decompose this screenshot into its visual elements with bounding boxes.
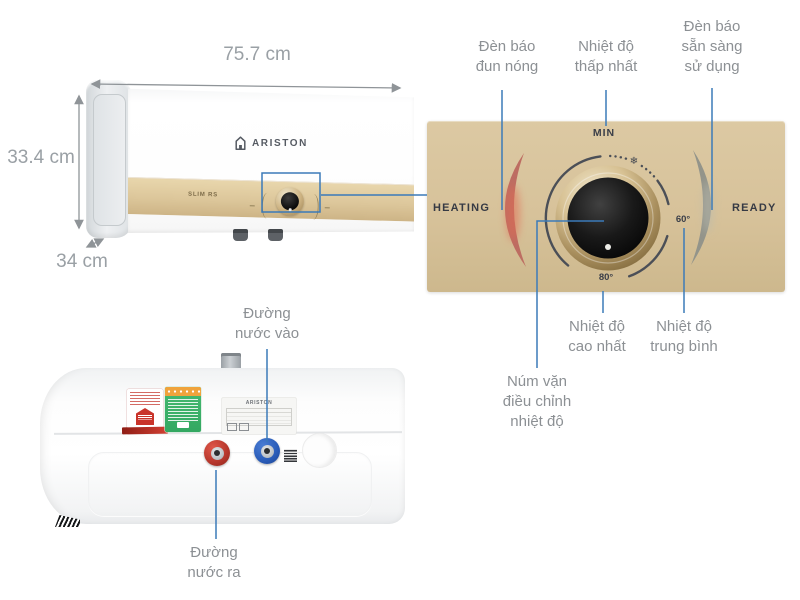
model-text: SLIM RS: [187, 191, 219, 199]
ariston-logo: ARISTON: [128, 136, 414, 151]
temperature-dial: MIN ❄ 60° 80°: [504, 127, 714, 283]
dim-height-label: 33.4 cm: [7, 147, 75, 168]
dim-width-label: 75.7 cm: [223, 44, 291, 65]
heating-label: HEATING: [433, 202, 491, 214]
callout-water-outlet: Đường nước ra: [187, 544, 241, 581]
spec-label-brand: ARISTON: [245, 400, 273, 406]
energy-label-logo-box: [177, 422, 189, 428]
front-pipe-right: [268, 229, 283, 241]
callout-lowest-temp: Nhiệt độ thấp nhất: [574, 38, 638, 75]
warning-sticker-house-icon: [136, 408, 154, 425]
front-control-knob: [249, 186, 330, 221]
antifreeze-icon: ❄: [630, 156, 638, 167]
water-outlet-connector: [204, 440, 230, 466]
spec-label-table: [226, 408, 292, 426]
front-left-cap: [86, 80, 132, 238]
dial-knob-indicator-dot: [605, 244, 611, 250]
callout-knob: Núm vặn điều chỉnh nhiệt độ: [502, 373, 572, 430]
spec-label-icon-1: [227, 423, 237, 431]
callout-ready-indicator: Đèn báo sẵn sàng sử dụng: [681, 18, 743, 75]
house-icon: [235, 136, 246, 151]
heating-arc-glow: [506, 185, 520, 241]
dim-depth-label: 34 cm: [56, 251, 108, 272]
ready-label: READY: [732, 202, 777, 214]
front-knob-right-mark: [324, 206, 330, 209]
width-dimension-arrow: [90, 79, 402, 93]
ready-arc-highlight: [702, 181, 714, 233]
round-recess: [302, 433, 337, 468]
callout-heating-indicator: Đèn báo đun nóng: [475, 38, 539, 75]
callout-water-inlet: Đường nước vào: [234, 305, 300, 342]
control-panel: HEATING READY: [427, 121, 785, 292]
temp-60-label: 60°: [676, 214, 691, 225]
warning-sticker-text-lines: [130, 392, 160, 406]
front-heater-body: ARISTON SLIM RS: [128, 88, 414, 233]
red-banner-sticker: [121, 426, 169, 435]
dial-knob-bevel: [562, 172, 654, 264]
spec-label: ARISTON: [222, 398, 296, 434]
bottom-top-pipe: [221, 353, 241, 370]
brand-text: ARISTON: [251, 138, 309, 149]
energy-label-sticker: [165, 387, 201, 432]
heating-arc: [504, 153, 526, 267]
qr-code: [284, 449, 297, 462]
depth-dimension-arrow: [85, 238, 105, 248]
corner-barcode: [55, 515, 80, 527]
front-knob-left-mark: [249, 204, 255, 207]
temp-80-label: 80°: [599, 272, 614, 283]
front-knob-left-arc: [261, 192, 274, 219]
front-left-cap-panel: [93, 94, 126, 226]
energy-label-text-lines: [168, 399, 198, 421]
min-label: MIN: [593, 127, 615, 139]
front-knob-indicator: [288, 208, 292, 211]
spec-label-icon-2: [239, 423, 249, 431]
callout-medium-temp: Nhiệt độ trung bình: [650, 318, 718, 355]
body-recess-outline: [88, 452, 372, 516]
bottom-heater-body: ARISTON: [40, 368, 405, 527]
energy-label-stars: [165, 387, 201, 396]
front-pipe-left: [233, 229, 248, 241]
front-gold-stripe: SLIM RS: [128, 177, 414, 222]
warning-sticker: [127, 389, 163, 431]
ready-arc: [691, 150, 712, 265]
callout-highest-temp: Nhiệt độ cao nhất: [568, 318, 626, 355]
front-knob-right-arc: [307, 193, 320, 221]
water-inlet-connector: [254, 438, 280, 464]
